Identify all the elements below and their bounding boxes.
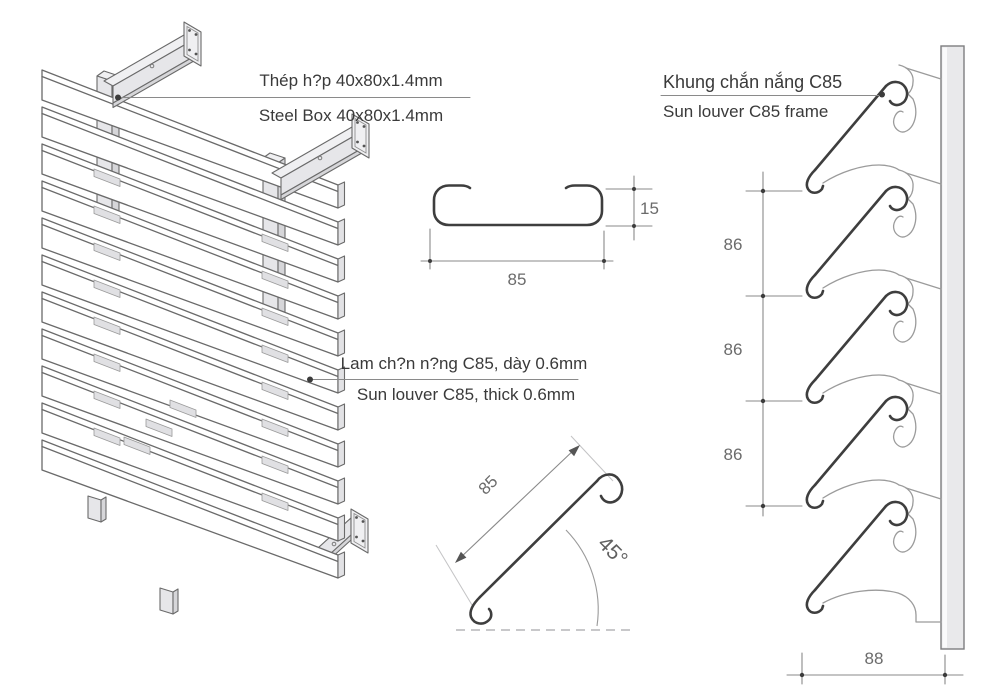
side-louver: [805, 483, 943, 615]
dim-spacing-2: 86: [724, 340, 743, 359]
side-louver: [805, 378, 943, 510]
callout-frame-en: Sun louver C85 frame: [663, 102, 828, 121]
height-dimension: 15: [605, 175, 659, 241]
callout-frame-vi: Khung chắn nắng C85: [663, 71, 842, 92]
side-louver: [805, 168, 943, 300]
bracket-profile: [822, 589, 942, 623]
callout-steel-box: Thép h?p 40x80x1.4mm Steel Box 40x80x1.4…: [115, 71, 471, 125]
tilted-louver-blade: [478, 479, 599, 599]
bracket-profile: [822, 479, 900, 499]
callout-sun-louver: Lam ch?n n?ng C85, dày 0.6mm Sun louver …: [307, 354, 587, 404]
dim-blade-width: 85: [475, 472, 502, 499]
spacing-dimension: 86 86 86: [724, 171, 803, 517]
dim-spacing-1: 86: [724, 235, 743, 254]
louver-slats: [41, 69, 346, 579]
post-stub: [159, 587, 179, 615]
offset-dimension: 88: [786, 649, 964, 685]
callout-steel-box-vi: Thép h?p 40x80x1.4mm: [259, 71, 442, 90]
bracket-profile: [822, 269, 900, 289]
side-louver: [805, 273, 943, 405]
louver-profile-section: [432, 184, 604, 227]
callout-steel-box-en: Steel Box 40x80x1.4mm: [259, 106, 443, 125]
side-elevation-view: 86 86 86 88: [724, 45, 965, 685]
bracket-profile: [822, 374, 900, 394]
isometric-view: [41, 21, 370, 615]
callout-sun-louver-en: Sun louver C85, thick 0.6mm: [357, 385, 575, 404]
angle-detail: 85 45°: [435, 435, 632, 631]
dim-profile-width: 85: [508, 270, 527, 289]
dim-wall-offset: 88: [865, 649, 884, 668]
dim-tilt-angle: 45°: [593, 532, 632, 571]
dim-profile-height: 15: [640, 199, 659, 218]
callout-frame: Khung chắn nắng C85 Sun louver C85 frame: [660, 71, 885, 121]
cross-section-detail: 15 85: [420, 175, 659, 289]
width-dimension: 85: [420, 228, 614, 289]
post-stub: [87, 495, 107, 523]
bracket-profile: [822, 164, 900, 184]
dim-spacing-3: 86: [724, 445, 743, 464]
callout-sun-louver-vi: Lam ch?n n?ng C85, dày 0.6mm: [341, 354, 588, 373]
